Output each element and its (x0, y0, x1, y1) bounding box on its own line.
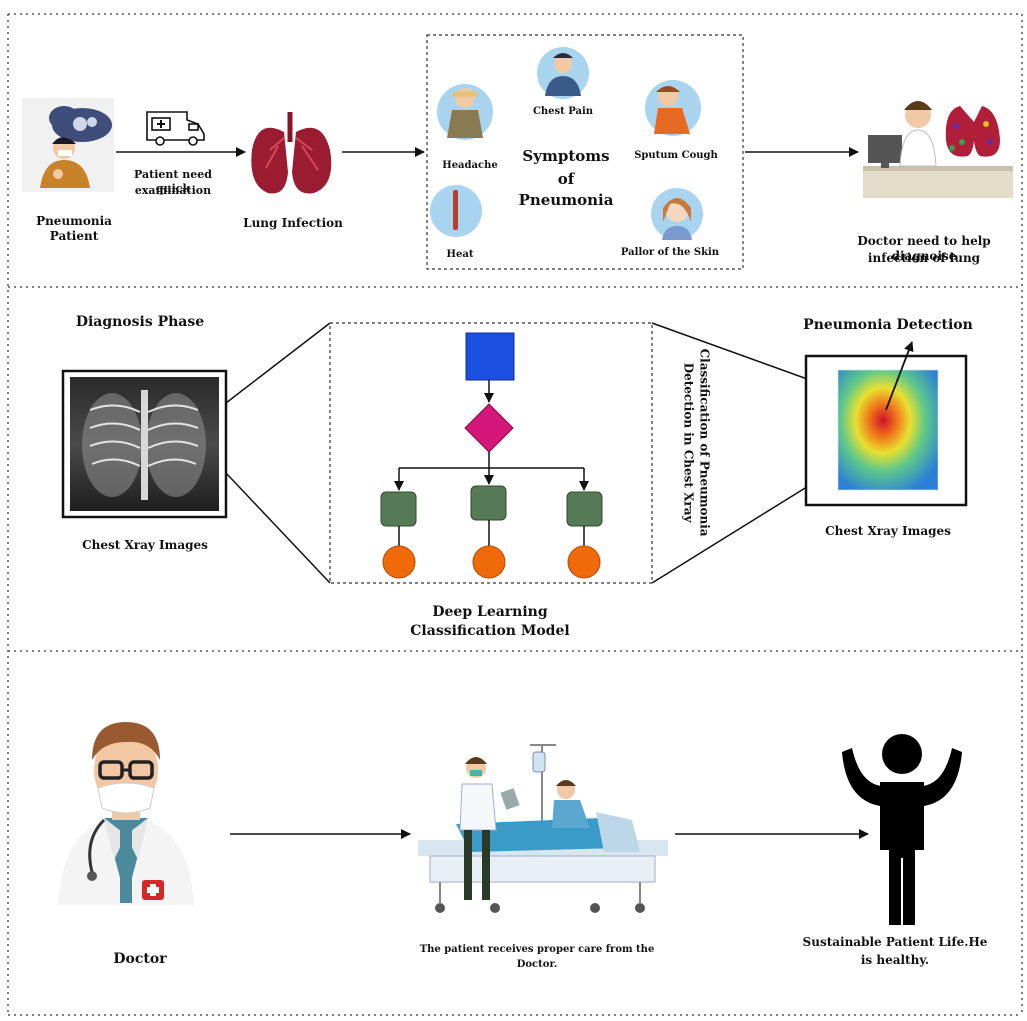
symptom-sputum-cough-label: Sputum Cough (634, 150, 718, 161)
doctor-label: Doctor (113, 951, 167, 967)
vertical-label-line1: Classification of Pneumonia (697, 348, 712, 537)
flow-process-center (470, 485, 507, 521)
flow-output-center (472, 545, 506, 579)
vertical-classification-label: Classification of Pneumonia Detection in… (680, 327, 712, 559)
outcome-line1: Sustainable Patient Life.He (802, 935, 988, 949)
patient-label: Pneumonia Patient (36, 214, 112, 243)
detection-title: Pneumonia Detection (803, 317, 973, 333)
doctor-illustration (58, 722, 194, 905)
symptom-headache-icon (437, 84, 493, 140)
symptom-chest-pain-icon (537, 47, 589, 99)
xray-label: Chest Xray Images (82, 538, 208, 552)
ambulance-icon (146, 111, 205, 146)
doctor-caption-line2: infection of lung (867, 251, 981, 265)
flow-decision-diamond (464, 403, 514, 453)
heatmap-label: Chest Xray Images (825, 524, 951, 538)
symptom-heat-icon (430, 185, 482, 237)
symptom-heat-label: Heat (446, 249, 474, 260)
model-label-line1: Deep Learning (432, 604, 548, 620)
patient-illustration (22, 98, 114, 192)
section-frames (7, 13, 1023, 1016)
flow-process-right (566, 491, 603, 527)
flow-input-square (465, 332, 515, 381)
symptoms-title-line2: of (557, 170, 575, 188)
heatmap-image (804, 341, 968, 507)
flowchart (380, 332, 603, 579)
symptoms-title-line3: Pneumonia (518, 191, 614, 209)
lung-infection-illustration (251, 112, 332, 194)
care-caption-line2: Doctor. (516, 959, 558, 970)
healthy-person-icon (842, 734, 962, 925)
flow-output-right (567, 545, 601, 579)
symptom-pallor-icon (651, 188, 703, 240)
model-label-line2: Classification Model (410, 623, 570, 639)
symptom-sputum-cough-icon (645, 80, 701, 136)
flow-process-left (380, 491, 417, 527)
symptom-chest-pain-label: Chest Pain (532, 106, 594, 117)
outcome-line2: is healthy. (860, 953, 930, 967)
hospital-care-illustration (418, 744, 668, 913)
zoom-connector-lines (225, 322, 811, 584)
chest-xray-image (61, 369, 228, 519)
doctor-caption-line1: Doctor need to help diagnoise (857, 234, 991, 263)
vertical-label-line2: Detection in Chest Xray (682, 362, 696, 523)
model-box (329, 322, 653, 584)
symptoms-title-line1: Symptoms (522, 147, 610, 165)
symptoms-box (426, 34, 744, 270)
diagnosis-phase-label: Diagnosis Phase (75, 314, 205, 330)
symptom-headache-label: Headache (442, 160, 498, 171)
lung-label: Lung Infection (243, 216, 343, 230)
symptom-pallor-label: Pallor of the Skin (620, 247, 720, 258)
flow-output-left (382, 545, 416, 579)
ambulance-caption-line1: Patient need quick (134, 168, 212, 195)
ambulance-caption-line2: examination (134, 184, 212, 197)
doctor-diagnosis-illustration (863, 101, 1013, 198)
care-caption-line1: The patient receives proper care from th… (419, 944, 655, 955)
